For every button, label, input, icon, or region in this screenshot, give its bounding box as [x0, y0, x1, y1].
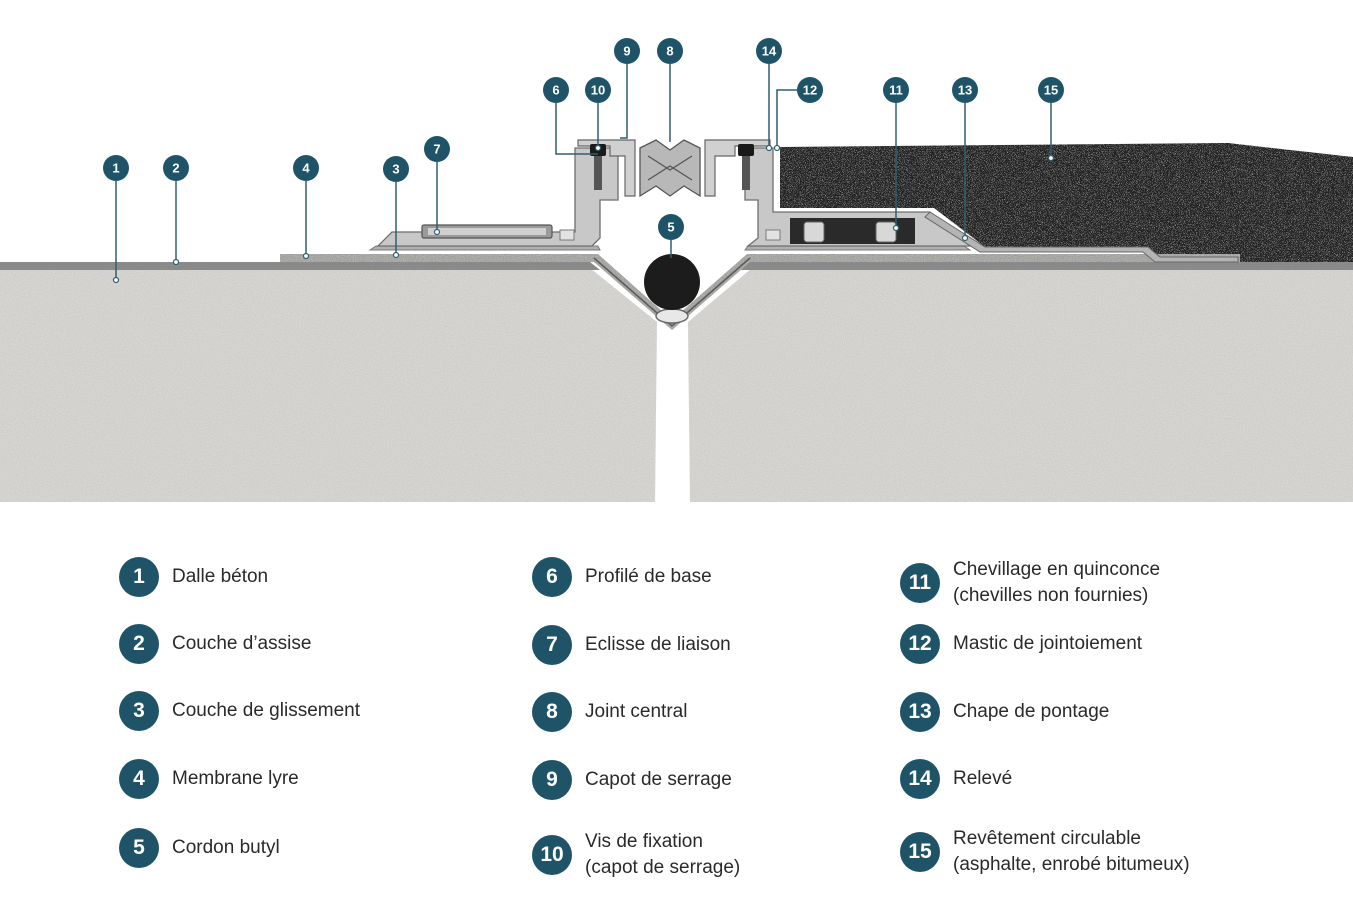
legend-badge-5: 5	[119, 828, 159, 868]
legend-item-8: 8 Joint central	[532, 692, 687, 732]
legend-badge-11: 11	[900, 563, 940, 603]
legend-item-5: 5 Cordon butyl	[119, 828, 280, 868]
legend-label-11-line-2: (chevilles non fournies)	[953, 585, 1149, 606]
connecting-splice	[421, 224, 553, 239]
expansion-joint-diagram: 1 2 3 4 5 6 7 8 9 10 11 12 13 14 15	[0, 38, 1353, 502]
callout-5: 5	[658, 214, 684, 240]
callout-2: 2	[163, 155, 189, 181]
legend-label-2: Couche d’assise	[172, 633, 312, 654]
legend-item-3: 3 Couche de glissement	[119, 691, 360, 731]
callout-14: 14	[756, 38, 782, 64]
legend-label-7: Eclisse de liaison	[585, 634, 731, 655]
legend-label-14: Relevé	[953, 768, 1013, 789]
callout-11: 11	[883, 77, 909, 103]
legend-label-8: Joint central	[585, 701, 688, 722]
legend-item-14: 14 Relevé	[900, 759, 1012, 799]
callout-15-label: 15	[1044, 83, 1058, 98]
leader-dots	[112, 144, 1055, 284]
legend-badge-4: 4	[119, 759, 159, 799]
callout-13: 13	[952, 77, 978, 103]
legend-badge-7: 7	[532, 625, 572, 665]
legend-item-9: 9 Capot de serrage	[532, 760, 732, 800]
asphalt-layer	[780, 143, 1353, 262]
legend-item-6: 6 Profilé de base	[532, 557, 712, 597]
legend-badge-8: 8	[532, 692, 572, 732]
legend-badge-2: 2	[119, 624, 159, 664]
callout-11-label: 11	[889, 83, 903, 98]
leader-lines	[115, 64, 1052, 280]
legend-item-2: 2 Couche d’assise	[119, 624, 311, 664]
legend-label-15-line-2: (asphalte, enrobé bitumeux)	[953, 854, 1190, 875]
callout-15: 15	[1038, 77, 1064, 103]
legend-label-15-line-1: Revêtement circulable	[953, 828, 1141, 849]
callout-8: 8	[657, 38, 683, 64]
legend-label-11-line-1: Chevillage en quinconce	[953, 559, 1161, 580]
callout-1: 1	[103, 155, 129, 181]
callout-10-label: 10	[591, 83, 605, 98]
callout-7-label: 7	[433, 142, 440, 157]
legend-badge-1: 1	[119, 557, 159, 597]
legend-label-10-line-1: Vis de fixation	[585, 831, 703, 852]
legend-item-10: 10 Vis de fixation (capot de serrage)	[532, 829, 740, 881]
callout-3-label: 3	[392, 162, 399, 177]
callout-8-label: 8	[666, 44, 673, 59]
lyre-membrane	[280, 254, 1240, 330]
legend-item-4: 4 Membrane lyre	[119, 759, 299, 799]
legend-badge-3: 3	[119, 691, 159, 731]
legend-badge-13: 13	[900, 692, 940, 732]
legend-item-12: 12 Mastic de jointoiement	[900, 624, 1142, 664]
callout-7: 7	[424, 136, 450, 162]
legend-label-12: Mastic de jointoiement	[953, 633, 1143, 654]
legend-label-10-line-2: (capot de serrage)	[585, 857, 741, 878]
concrete-slab-left	[0, 268, 657, 502]
butyl-cord	[644, 254, 700, 310]
callout-12-label: 12	[803, 83, 817, 98]
callout-4: 4	[293, 155, 319, 181]
legend-label-5: Cordon butyl	[172, 837, 280, 858]
legend-item-7: 7 Eclisse de liaison	[532, 625, 731, 665]
legend-item-15: 15 Revêtement circulable (asphalte, enro…	[900, 826, 1190, 878]
legend-label-1: Dalle béton	[172, 566, 269, 587]
legend-badge-12: 12	[900, 624, 940, 664]
callout-3: 3	[383, 156, 409, 182]
legend-label-9: Capot de serrage	[585, 769, 732, 790]
legend-item-1: 1 Dalle béton	[119, 557, 268, 597]
legend-item-11: 11 Chevillage en quinconce (chevilles no…	[900, 557, 1160, 609]
callout-5-label: 5	[667, 220, 674, 235]
callout-4-label: 4	[302, 161, 310, 176]
legend-label-6: Profilé de base	[585, 566, 712, 587]
clamping-cap-right	[704, 139, 771, 197]
callout-9: 9	[614, 38, 640, 64]
legend-badge-9: 9	[532, 760, 572, 800]
legend-item-13: 13 Chape de pontage	[900, 692, 1109, 732]
callout-1-label: 1	[112, 161, 119, 176]
bridging-screed	[924, 211, 1239, 263]
legend-badge-15: 15	[900, 832, 940, 872]
central-joint	[639, 139, 701, 198]
legend-badge-6: 6	[532, 557, 572, 597]
sliding-layer	[368, 245, 972, 251]
legend-badge-10: 10	[532, 835, 572, 875]
callout-10: 10	[585, 77, 611, 103]
legend-label-4: Membrane lyre	[172, 768, 299, 789]
callout-14-label: 14	[762, 44, 777, 59]
callout-6: 6	[543, 77, 569, 103]
legend-badge-14: 14	[900, 759, 940, 799]
staggered-anchors	[790, 218, 915, 244]
clamping-cap-left	[577, 139, 636, 197]
bedding-layer	[0, 262, 1353, 270]
callout-6-label: 6	[552, 83, 559, 98]
callout-13-label: 13	[958, 83, 972, 98]
callout-2-label: 2	[172, 161, 179, 176]
legend-label-13: Chape de pontage	[953, 701, 1110, 722]
callout-9-label: 9	[623, 44, 630, 59]
concrete-slab-right	[688, 268, 1353, 502]
callout-12: 12	[797, 77, 823, 103]
legend-label-3: Couche de glissement	[172, 700, 360, 721]
